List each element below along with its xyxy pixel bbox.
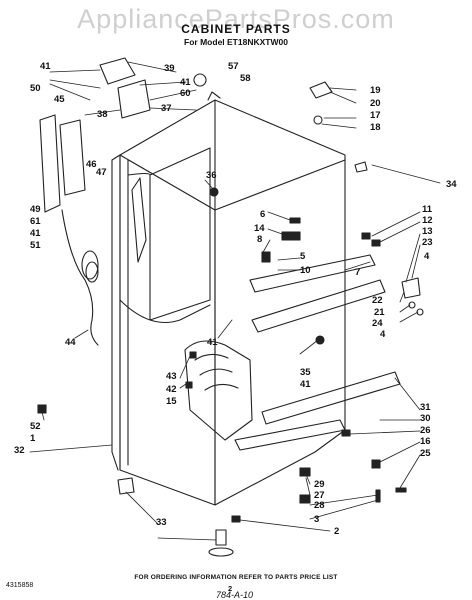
callout-21: 21: [374, 307, 385, 318]
callout-14: 14: [254, 223, 265, 234]
callout-35: 41: [300, 379, 311, 390]
callout-43: 42: [166, 384, 177, 395]
cabinet-shell: [111, 99, 346, 506]
ordering-instruction: FOR ORDERING INFORMATION REFER TO PARTS …: [134, 574, 338, 581]
door-panel: [39, 114, 86, 213]
model-subtitle: For Model ET18NKXTW00: [184, 37, 288, 47]
callout-57: 57: [228, 61, 239, 72]
callout-41-top: 41: [180, 77, 191, 88]
callout-41: 41: [40, 61, 51, 72]
callout-15: 35: [300, 367, 311, 378]
callout-12: 12: [422, 215, 433, 226]
leader-lines: [29, 61, 441, 541]
callout-1: 32: [14, 445, 25, 456]
callout-19: 19: [370, 85, 381, 96]
handwritten-note: 784-A-10: [216, 590, 254, 600]
callout-37: 37: [161, 103, 172, 114]
diagram-title: CABINET PARTS: [181, 22, 291, 36]
rails: [234, 254, 401, 451]
document-number: 4315858: [6, 582, 34, 589]
callout-44: 44: [65, 337, 76, 348]
callout-49: 49: [30, 204, 41, 215]
callout-4-bottom: 4: [380, 329, 386, 340]
callout-50: 50: [30, 83, 41, 94]
callout-31: 30: [420, 413, 431, 424]
page-number: 2: [228, 584, 233, 593]
callout-41-bottom: 52: [30, 421, 41, 432]
top-hardware: [99, 57, 333, 125]
callout-17: 17: [370, 110, 381, 121]
callout-11: 11: [422, 204, 433, 215]
callout-45: 45: [54, 94, 65, 105]
callout-27: 28: [314, 500, 325, 511]
callout-32: 31: [420, 402, 431, 413]
callout-24: 24: [372, 318, 383, 329]
compressor-compartment: [184, 340, 253, 441]
callout-6: 6: [260, 209, 266, 220]
callout-58: 58: [240, 73, 251, 84]
callout-26: 16: [420, 436, 431, 447]
callout-18: 18: [370, 122, 381, 133]
callout-38: 38: [97, 109, 108, 120]
callout-39: 39: [164, 63, 175, 74]
callout-3: 33: [156, 517, 167, 528]
callout-52: 1: [30, 433, 36, 444]
callout-36: 36: [206, 170, 217, 181]
fasteners: [37, 187, 407, 523]
power-cord: [61, 209, 99, 346]
callout-5: 5: [300, 251, 306, 262]
watermark: AppliancePartsPros.com: [77, 4, 395, 34]
callout-60: 60: [180, 88, 191, 99]
callout-10: 10: [300, 265, 311, 276]
leveling-leg: [117, 477, 234, 557]
callout-41-left: 41: [30, 228, 41, 239]
callout-4-top: 4: [424, 251, 430, 262]
callout-47: 47: [96, 167, 107, 178]
callout-46: 46: [86, 159, 97, 170]
callout-22: 22: [372, 295, 383, 306]
callout-23: 23: [422, 237, 433, 248]
callout-28: 3: [314, 514, 320, 525]
callout-51: 51: [30, 240, 41, 251]
callout-13: 13: [422, 226, 433, 237]
callout-20: 20: [370, 98, 381, 109]
callout-33: 2: [334, 526, 340, 537]
callout-8: 8: [257, 234, 263, 245]
callout-29: 27: [314, 490, 325, 501]
callout-25: 29: [314, 479, 325, 490]
callout-41-lower: 43: [166, 371, 177, 382]
callout-7: 7: [355, 267, 361, 278]
callout-61: 61: [30, 216, 41, 227]
callout-30: 26: [420, 425, 431, 436]
callout-34: 34: [446, 179, 457, 190]
callout-16: 25: [420, 448, 431, 459]
callout-41-mid: 41: [207, 337, 218, 348]
callout-42: 15: [166, 396, 177, 407]
cabinet-interior: [119, 147, 211, 324]
